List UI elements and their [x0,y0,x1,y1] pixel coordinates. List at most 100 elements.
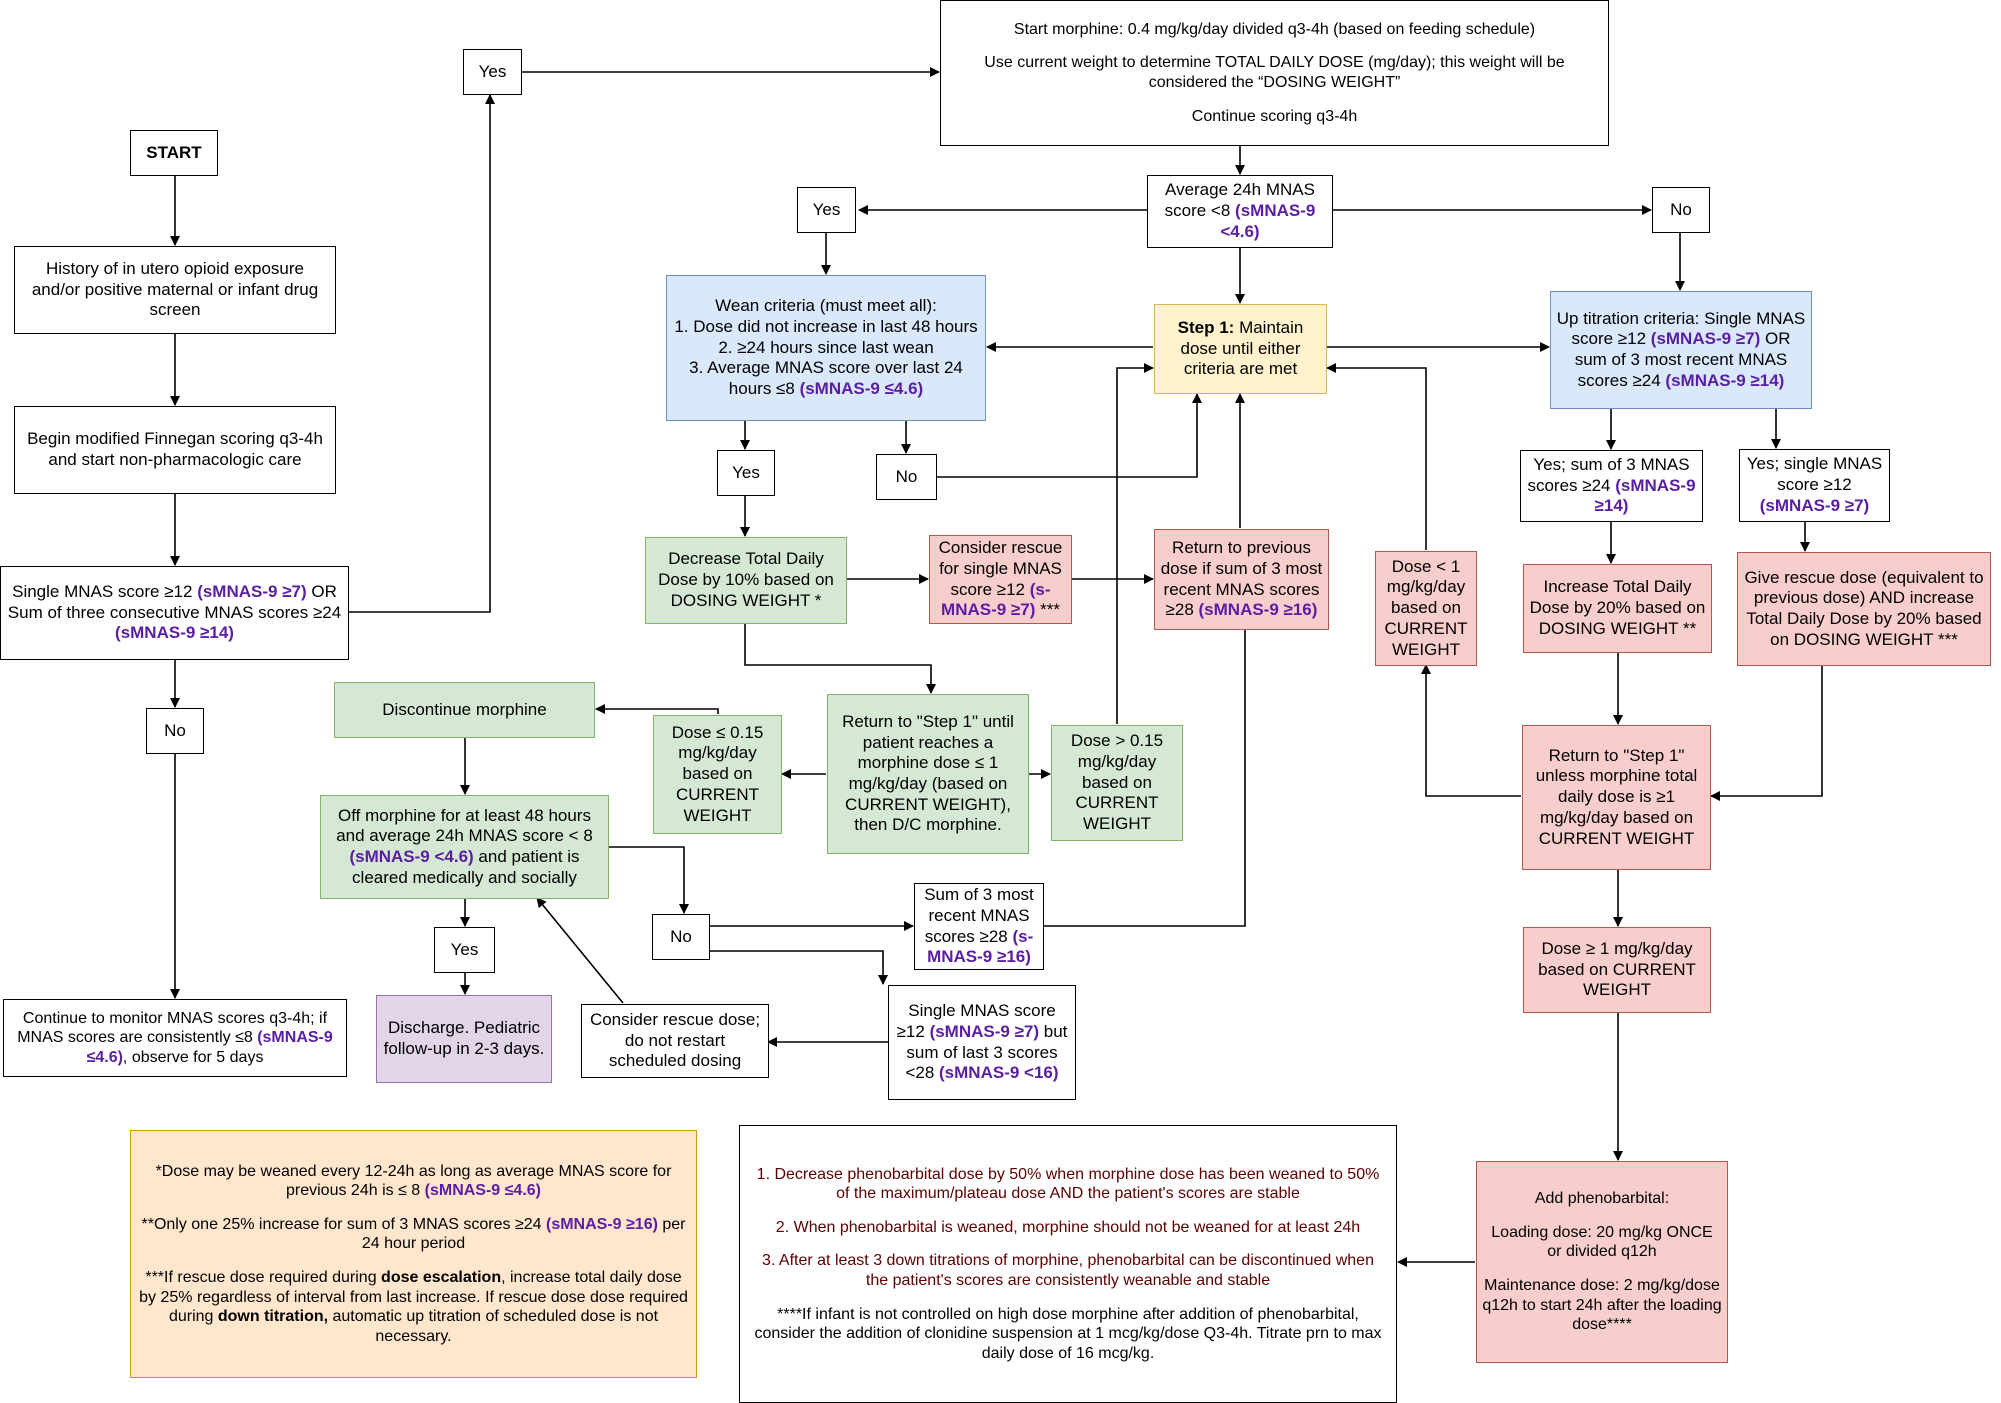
wean-item-1: 1. Dose did not increase in last 48 hour… [674,316,978,336]
pheno-line-2: Loading dose: 20 mg/kg ONCE or divided q… [1491,1223,1713,1261]
no-right-node: No [1652,187,1710,233]
single-score-node: Single MNAS score ≥12 (sMNAS-9 ≥7) OR Su… [0,566,349,660]
increase-tdd-label: Increase Total Daily Dose by 20% based o… [1529,577,1706,638]
single-12-text-a: Single MNAS score ≥12 [896,1001,1056,1041]
uptitration-text: Up titration criteria: Single MNAS score… [1556,309,1806,392]
footnote-1-highlight: (sMNAS-9 ≤4.6) [424,1182,541,1200]
return-step1-mid-node: Return to "Step 1" until patient reaches… [827,694,1029,854]
footnotes-box: *Dose may be weaned every 12-24h as long… [130,1130,697,1378]
footnote-2-text-b: per 24 hour period [361,1215,686,1253]
footnote-3: ***If rescue dose required during dose e… [136,1268,691,1346]
give-rescue-label: Give rescue dose (equivalent to previous… [1744,567,1984,649]
avg24-text-a: Average 24h MNAS score <8 [1164,180,1315,221]
single-12-highlight-2: (sMNAS-9 <16) [939,1063,1059,1083]
no-wean-node: No [876,454,937,500]
yes-single-highlight: (sMNAS-9 ≥7) [1759,495,1870,515]
discharge-label: Discharge. Pediatric follow-up in 2-3 da… [383,1018,545,1058]
footnote-3-bold-2: down titration, [217,1308,329,1326]
start-label: START [146,142,202,162]
off-morphine-node: Off morphine for at least 48 hours and a… [320,795,609,899]
uptitration-text-b: OR sum of 3 most recent MNAS scores ≥24 [1574,329,1791,390]
continue-monitor-text-a: Continue to monitor MNAS scores q3-4h; i… [17,1009,328,1047]
dose-le015-node: Dose ≤ 0.15 mg/kg/day based on CURRENT W… [653,715,782,834]
sum3-28-text: Sum of 3 most recent MNAS scores ≥28 (s-… [920,885,1038,968]
wean-item-3-text: 3. Average MNAS score over last 24 hours… [689,358,963,399]
single-score-highlight-2: (sMNAS-9 ≥14) [115,623,234,643]
start-morphine-node: Start morphine: 0.4 mg/kg/day divided q3… [940,0,1609,146]
consider-rescue-node: Consider rescue for single MNAS score ≥1… [929,535,1072,624]
single-score-text-a: Single MNAS score ≥12 [12,581,198,601]
return-prev-node: Return to previous dose if sum of 3 most… [1154,529,1329,630]
yes-sum3-highlight: (sMNAS-9 ≥14) [1594,475,1696,516]
no-off-node: No [652,914,710,960]
footnote-3-text-c: , increase total daily dose by 25% regar… [139,1269,688,1326]
sum3-28-text-a: Sum of 3 most recent MNAS scores ≥28 [924,885,1034,946]
edge-dosegt015-step1 [1116,363,1154,724]
continue-monitor-highlight: (sMNAS-9 ≤4.6) [86,1029,333,1066]
uptitration-highlight-1: (sMNAS-9 ≥7) [1650,329,1761,349]
yes-wean-node: Yes [717,450,775,496]
return-prev-text: Return to previous dose if sum of 3 most… [1160,538,1323,621]
off-morphine-text-b: and patient is cleared medically and soc… [352,847,580,887]
off-morphine-text: Off morphine for at least 48 hours and a… [326,806,603,889]
no-left-label: No [164,720,186,740]
single-12-text: Single MNAS score ≥12 (sMNAS-9 ≥7) but s… [894,1001,1070,1084]
history-label: History of in utero opioid exposure and/… [31,258,319,320]
dose-gt015-node: Dose > 0.15 mg/kg/day based on CURRENT W… [1051,725,1183,841]
footnote-2-text-a: **Only one 25% increase for sum of 3 MNA… [141,1215,546,1233]
edge-doselt1-step1 [1326,363,1427,550]
edge-give-returnright [1710,632,1823,801]
return-prev-text-a: Return to previous dose if sum of 3 most… [1160,538,1323,620]
dose-le015-label: Dose ≤ 0.15 mg/kg/day based on CURRENT W… [671,722,764,825]
wean-criteria-node: Wean criteria (must meet all): 1. Dose d… [666,275,986,421]
no-wean-label: No [895,466,918,486]
discontinue-label: Discontinue morphine [382,699,547,719]
single-12-text-b: but sum of last 3 scores <28 [905,1021,1068,1083]
edge-considerdose-offmorphine [536,897,624,1004]
consider-rescue-dose-node: Consider rescue dose; do not restart sch… [581,1004,769,1078]
edge-no-single12 [710,950,888,985]
return-step1-right-node: Return to "Step 1" unless morphine total… [1522,725,1711,870]
start-node: START [130,130,218,176]
edge-sum3-returnprev [1044,597,1250,927]
wean-item-2: 2. ≥24 hours since last wean [718,337,934,357]
edge-offmorphine-no [609,846,689,914]
yes-top-label: Yes [478,61,507,81]
edge-doselt015-discontinue [595,704,719,714]
pheno-note-2: 2. When phenobarbital is weaned, morphin… [775,1218,1361,1236]
yes-sum3-text: Yes; sum of 3 MNAS scores ≥24 (sMNAS-9 ≥… [1526,455,1697,517]
discharge-node: Discharge. Pediatric follow-up in 2-3 da… [376,995,552,1083]
consider-rescue-text-b: *** [1035,600,1060,620]
pheno-note-1: 1. Decrease phenobarbital dose by 50% wh… [756,1165,1380,1203]
consider-rescue-text: Consider rescue for single MNAS score ≥1… [935,538,1066,621]
return-step1-mid-label: Return to "Step 1" until patient reaches… [842,711,1014,835]
increase-tdd-node: Increase Total Daily Dose by 20% based o… [1523,564,1712,653]
return-step1-right-label: Return to "Step 1" unless morphine total… [1535,745,1698,848]
avg24-highlight: (sMNAS-9 <4.6) [1220,201,1316,241]
edge-no-step1 [937,393,1202,478]
yes-sum3-text-a: Yes; sum of 3 MNAS scores ≥24 [1527,454,1690,495]
footnote-3-text-a: ***If rescue dose required during [145,1269,382,1286]
consider-rescue-highlight: (s-MNAS-9 ≥7) [941,579,1051,620]
yes-off-node: Yes [434,927,495,973]
step1-rest: Maintain dose until either criteria are … [1180,317,1304,379]
decrease-tdd-label: Decrease Total Daily Dose by 10% based o… [658,549,834,610]
continue-monitor-text: Continue to monitor MNAS scores q3-4h; i… [9,1009,341,1068]
no-right-label: No [1670,199,1692,219]
consider-rescue-text-a: Consider rescue for single MNAS score ≥1… [938,538,1063,599]
single-12-node: Single MNAS score ≥12 (sMNAS-9 ≥7) but s… [888,985,1076,1100]
edge-decrease-returnmid [744,623,936,694]
avg24-text: Average 24h MNAS score <8 (sMNAS-9 <4.6) [1153,180,1327,242]
yes-sum3-node: Yes; sum of 3 MNAS scores ≥24 (sMNAS-9 ≥… [1520,450,1703,522]
single-score-text-b: OR Sum of three consecutive MNAS scores … [7,581,342,622]
begin-scoring-node: Begin modified Finnegan scoring q3-4h an… [14,406,336,494]
yes-top-node: Yes [463,49,522,95]
wean-title: Wean criteria (must meet all): [715,296,937,316]
footnote-3-bold-1: dose escalation [381,1269,502,1286]
pheno-line-1: Add phenobarbital: [1534,1190,1670,1208]
dose-gt015-label: Dose > 0.15 mg/kg/day based on CURRENT W… [1070,731,1164,834]
single-12-highlight-1: (sMNAS-9 ≥7) [929,1021,1040,1041]
dose-lt1-node: Dose < 1 mg/kg/day based on CURRENT WEIG… [1375,551,1477,666]
